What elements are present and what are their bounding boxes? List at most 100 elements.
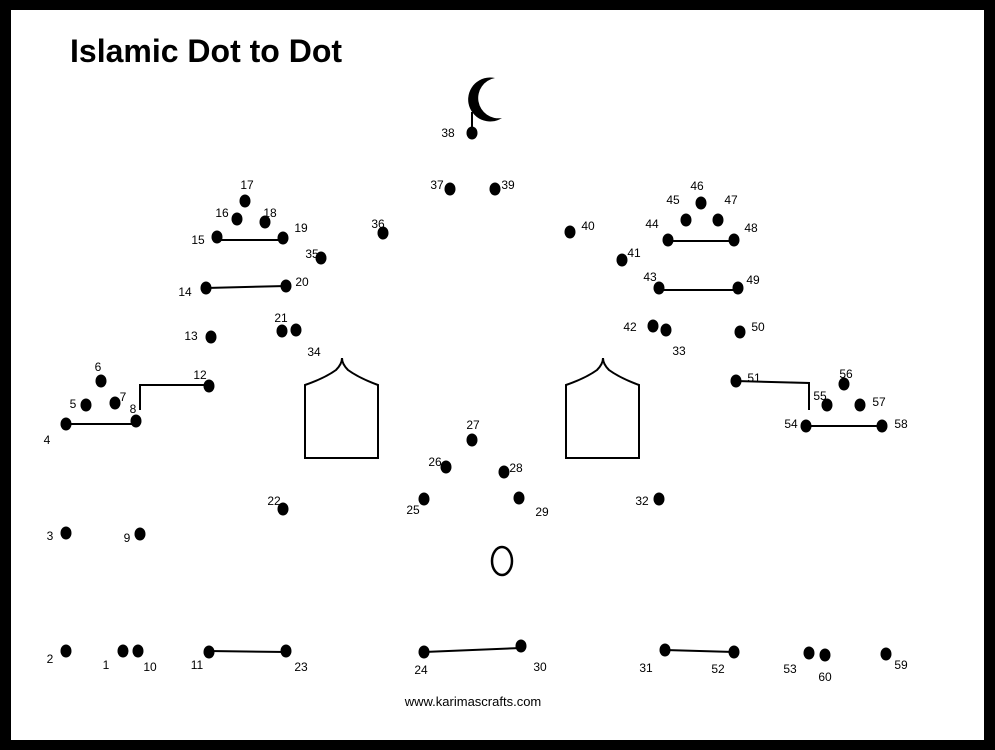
dot-label-9: 9 — [124, 531, 131, 545]
dot-label-49: 49 — [746, 273, 760, 287]
dot-label-57: 57 — [872, 395, 886, 409]
dot-54 — [800, 419, 812, 433]
dot-label-19: 19 — [294, 221, 308, 235]
dot-14 — [200, 281, 212, 295]
dot-label-23: 23 — [294, 660, 308, 674]
dot-label-58: 58 — [894, 417, 908, 431]
dot-60 — [819, 648, 831, 662]
dot-label-11: 11 — [191, 658, 204, 672]
dot-label-31: 31 — [639, 661, 653, 675]
dot-10 — [132, 644, 144, 658]
dot-47 — [712, 213, 724, 227]
dot-label-5: 5 — [70, 397, 77, 411]
dot-29 — [513, 491, 525, 505]
dot-label-43: 43 — [643, 270, 657, 284]
crescent-moon-icon — [468, 77, 502, 122]
dot-label-25: 25 — [406, 503, 420, 517]
dot-label-60: 60 — [818, 670, 832, 684]
dot-label-39: 39 — [501, 178, 515, 192]
dot-46 — [695, 196, 707, 210]
dot-label-38: 38 — [441, 126, 455, 140]
dot-27 — [466, 433, 478, 447]
dot-36 — [377, 226, 389, 240]
dot-51 — [730, 374, 742, 388]
connecting-line — [139, 384, 209, 410]
dot-label-10: 10 — [143, 660, 157, 674]
dot-label-1: 1 — [103, 658, 110, 672]
dot-39 — [489, 182, 501, 196]
page-title: Islamic Dot to Dot — [70, 33, 342, 69]
dot-30 — [515, 639, 527, 653]
dot-59 — [880, 647, 892, 661]
dot-label-12: 12 — [193, 368, 207, 382]
dot-label-29: 29 — [535, 505, 549, 519]
connecting-line — [423, 647, 522, 653]
dot-16 — [231, 212, 243, 226]
dot-label-37: 37 — [430, 178, 444, 192]
dot-label-52: 52 — [711, 662, 725, 676]
dot-label-46: 46 — [690, 179, 704, 193]
dot-label-24: 24 — [414, 663, 428, 677]
dot-label-34: 34 — [307, 345, 321, 359]
dot-49 — [732, 281, 744, 295]
dot-12 — [203, 379, 215, 393]
dot-56 — [838, 377, 850, 391]
dot-label-55: 55 — [813, 389, 827, 403]
dot-26 — [440, 460, 452, 474]
dot-label-40: 40 — [581, 219, 595, 233]
dot-label-7: 7 — [120, 390, 127, 404]
dot-40 — [564, 225, 576, 239]
footer-url: www.karimascrafts.com — [404, 694, 542, 709]
dot-label-8: 8 — [130, 402, 137, 416]
dot-1 — [117, 644, 129, 658]
connecting-line — [208, 650, 287, 653]
dot-label-45: 45 — [666, 193, 680, 207]
connecting-line — [664, 649, 735, 653]
dot-label-16: 16 — [215, 206, 229, 220]
dot-55 — [821, 398, 833, 412]
dot-13 — [205, 330, 217, 344]
dot-50 — [734, 325, 746, 339]
dot-57 — [854, 398, 866, 412]
dot-32 — [653, 492, 665, 506]
dot-3 — [60, 526, 72, 540]
connecting-line — [205, 285, 287, 289]
dot-28 — [498, 465, 510, 479]
dome-window-icon — [304, 357, 379, 459]
dot-52 — [728, 645, 740, 659]
dot-label-41: 41 — [627, 246, 641, 260]
dot-label-14: 14 — [178, 285, 192, 299]
oval-door-icon — [490, 545, 514, 577]
dot-label-56: 56 — [839, 367, 853, 381]
dot-2 — [60, 644, 72, 658]
dot-34 — [290, 323, 302, 337]
dot-23 — [280, 644, 292, 658]
dot-label-33: 33 — [672, 344, 686, 358]
dot-33 — [660, 323, 672, 337]
dot-9 — [134, 527, 146, 541]
dot-label-59: 59 — [894, 658, 908, 672]
dot-label-30: 30 — [533, 660, 547, 674]
dot-label-15: 15 — [191, 233, 205, 247]
dot-label-28: 28 — [509, 461, 523, 475]
dot-11 — [203, 645, 215, 659]
dot-18 — [259, 215, 271, 229]
dot-label-48: 48 — [744, 221, 758, 235]
dot-4 — [60, 417, 72, 431]
dot-label-35: 35 — [305, 247, 319, 261]
dot-label-51: 51 — [747, 371, 761, 385]
dot-label-44: 44 — [645, 217, 659, 231]
dot-label-6: 6 — [95, 360, 102, 374]
dot-43 — [653, 281, 665, 295]
dot-label-13: 13 — [184, 329, 198, 343]
dot-label-21: 21 — [274, 311, 288, 325]
dot-15 — [211, 230, 223, 244]
dot-45 — [680, 213, 692, 227]
dot-24 — [418, 645, 430, 659]
dot-label-20: 20 — [295, 275, 309, 289]
dot-label-4: 4 — [44, 433, 51, 447]
dot-label-53: 53 — [783, 662, 797, 676]
dot-label-27: 27 — [466, 418, 480, 432]
